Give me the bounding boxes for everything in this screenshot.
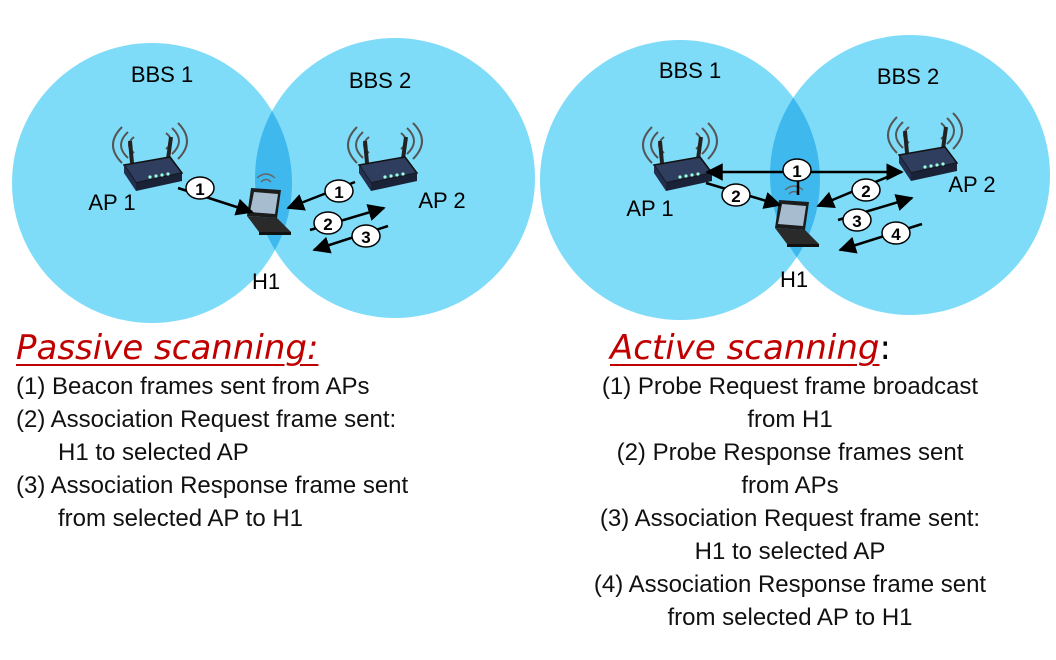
svg-text:2: 2 — [323, 215, 332, 234]
ap1-label: AP 1 — [88, 190, 135, 215]
list-item-continuation: from H1 — [747, 406, 833, 433]
step-badge: 3 — [351, 224, 381, 248]
list-item: (1) Probe Request frame broadcast — [601, 373, 979, 400]
list-item: (2) Probe Response frames sent — [616, 439, 964, 466]
passive-title-text: Passive scanning: — [16, 328, 319, 368]
ap2-label: AP 2 — [948, 172, 995, 197]
svg-text:3: 3 — [361, 228, 370, 247]
list-item: (1) Beacon frames sent from APs — [16, 373, 370, 400]
ap2-label: AP 2 — [418, 188, 465, 213]
active-steps-list: (1) Probe Request frame broadcast from H… — [540, 370, 1040, 634]
list-item: (3) Association Response frame sent — [16, 472, 409, 499]
h1-label: H1 — [780, 267, 808, 292]
passive-scanning-title: Passive scanning: — [16, 328, 329, 368]
svg-text:2: 2 — [861, 182, 870, 201]
list-item: (3) Association Request frame sent: — [599, 505, 981, 532]
bss1-label: BBS 1 — [659, 58, 721, 83]
active-title-text: Active scanning — [610, 328, 880, 368]
list-item-continuation: from APs — [741, 472, 839, 499]
wifi-scanning-diagram: 1 1 2 3 BBS 1 BBS 2 AP 1 AP 2 H1 — [12, 35, 1050, 323]
active-title-colon: : — [879, 328, 891, 368]
bss2-label: BBS 2 — [349, 68, 411, 93]
svg-text:3: 3 — [852, 212, 861, 231]
ap1-label: AP 1 — [626, 196, 673, 221]
active-scanning-title: Active scanning: — [610, 328, 891, 368]
passive-steps-list: (1) Beacon frames sent from APs (2) Asso… — [16, 370, 516, 535]
bss1-label: BBS 1 — [131, 62, 193, 87]
step-badge: 3 — [842, 208, 872, 232]
bss2-label: BBS 2 — [877, 64, 939, 89]
svg-text:1: 1 — [334, 183, 343, 202]
step-badge: 2 — [313, 211, 343, 235]
list-item-continuation: H1 to selected AP — [694, 538, 886, 565]
step-badge: 2 — [721, 183, 751, 207]
list-item-continuation: H1 to selected AP — [58, 439, 249, 466]
step-badge: 4 — [881, 221, 911, 245]
step-badge: 1 — [185, 176, 215, 200]
step-badge: 2 — [851, 178, 881, 202]
list-item: (2) Association Request frame sent: — [16, 406, 397, 433]
step-badge: 1 — [324, 179, 354, 203]
svg-text:4: 4 — [891, 225, 901, 244]
list-item-continuation: from selected AP to H1 — [667, 604, 913, 631]
svg-text:2: 2 — [731, 187, 740, 206]
svg-text:1: 1 — [792, 162, 801, 181]
active-diagram: 1 2 2 3 4 BBS 1 BBS 2 AP 1 AP 2 H1 — [540, 35, 1050, 320]
h1-label: H1 — [252, 269, 280, 294]
list-item-continuation: from selected AP to H1 — [58, 505, 304, 532]
step-badge: 1 — [782, 158, 812, 182]
svg-text:1: 1 — [195, 180, 204, 199]
passive-diagram: 1 1 2 3 BBS 1 BBS 2 AP 1 AP 2 H1 — [12, 38, 535, 323]
list-item: (4) Association Response frame sent — [593, 571, 987, 598]
